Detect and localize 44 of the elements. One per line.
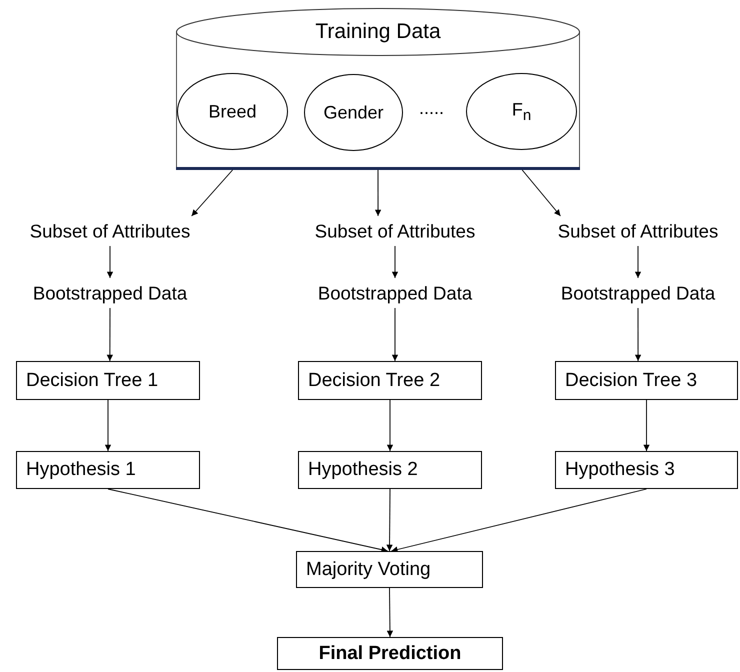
arrow: [104, 400, 112, 452]
attribute-label: Gender: [323, 102, 384, 123]
arrow: [634, 246, 642, 278]
arrow: [386, 588, 394, 638]
step-label: Subset of Attributes: [558, 220, 718, 242]
box-label: Decision Tree 1: [26, 370, 158, 392]
box-label: Decision Tree 2: [308, 370, 440, 392]
arrow: [392, 246, 398, 278]
process-box: [298, 451, 482, 489]
box-label: Decision Tree 3: [565, 370, 698, 392]
arrow: [374, 170, 382, 216]
box-label: Hypothesis 2: [308, 459, 418, 481]
arrow: [386, 488, 393, 552]
process-box: [16, 451, 200, 489]
process-box: [555, 361, 738, 400]
box-label: Majority Voting: [306, 558, 431, 580]
attribute-label: F$_{n}$: [512, 99, 532, 124]
arrow: [106, 246, 114, 278]
step-label: Bootstrapped Data: [318, 282, 472, 304]
arrow: [634, 308, 642, 362]
cylinder-title: Training Data: [315, 20, 441, 44]
process-box: [298, 361, 482, 400]
box-label: Final Prediction: [318, 642, 462, 664]
step-label: Subset of Attributes: [30, 220, 190, 242]
attribute-label: Breed: [208, 101, 257, 122]
process-box: [277, 637, 503, 670]
process-box: [555, 451, 738, 489]
arrow: [191, 170, 233, 216]
box-label: Hypothesis 1: [26, 459, 136, 481]
arrow: [522, 170, 561, 216]
process-box: [296, 551, 483, 588]
arrow: [390, 488, 647, 553]
step-label: Bootstrapped Data: [32, 282, 188, 304]
arrow: [392, 308, 398, 362]
step-label: Subset of Attributes: [314, 220, 476, 242]
arrow: [643, 400, 650, 452]
arrow: [108, 488, 388, 553]
step-label: Bootstrapped Data: [560, 282, 716, 304]
arrow: [386, 400, 394, 452]
arrow: [106, 308, 113, 362]
process-box: [16, 361, 200, 400]
ellipsis-dots: .....: [419, 98, 444, 119]
data-cylinder: [176, 8, 580, 170]
box-label: Hypothesis 3: [565, 459, 675, 481]
